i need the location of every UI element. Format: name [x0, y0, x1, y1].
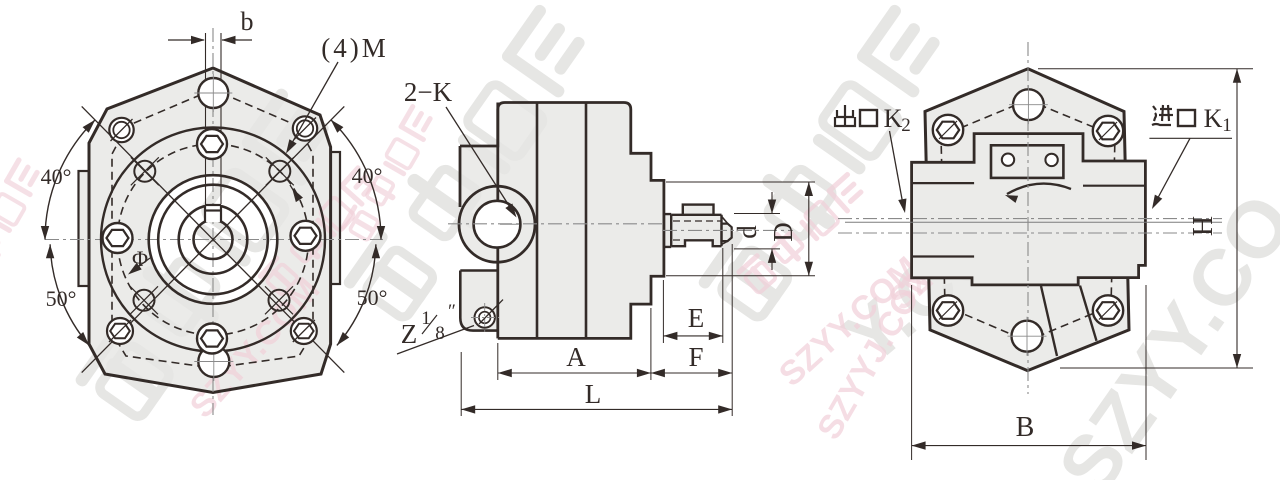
svg-text:8: 8: [435, 323, 445, 344]
svg-text:B: B: [1016, 412, 1035, 443]
svg-text:E: E: [688, 303, 705, 333]
svg-text:2: 2: [901, 115, 911, 136]
svg-text:F: F: [688, 342, 703, 372]
svg-text:K: K: [1204, 104, 1223, 133]
svg-text:Z: Z: [401, 319, 418, 349]
svg-text:50°: 50°: [357, 285, 388, 310]
svg-text:″: ″: [448, 301, 456, 322]
svg-text:L: L: [585, 379, 602, 409]
svg-text:D: D: [768, 222, 798, 242]
svg-text:50°: 50°: [46, 286, 77, 311]
svg-text:H: H: [1188, 216, 1219, 236]
svg-text:40°: 40°: [352, 163, 383, 188]
svg-text:1: 1: [1222, 115, 1232, 136]
svg-text:40°: 40°: [41, 164, 72, 189]
svg-text:K: K: [884, 104, 903, 133]
svg-text:1: 1: [421, 308, 431, 329]
svg-text:b: b: [241, 7, 254, 36]
svg-text:2−K: 2−K: [404, 77, 453, 107]
svg-text:A: A: [566, 342, 586, 372]
svg-text:(4)M: (4)M: [321, 33, 389, 63]
svg-text:d: d: [732, 225, 762, 239]
